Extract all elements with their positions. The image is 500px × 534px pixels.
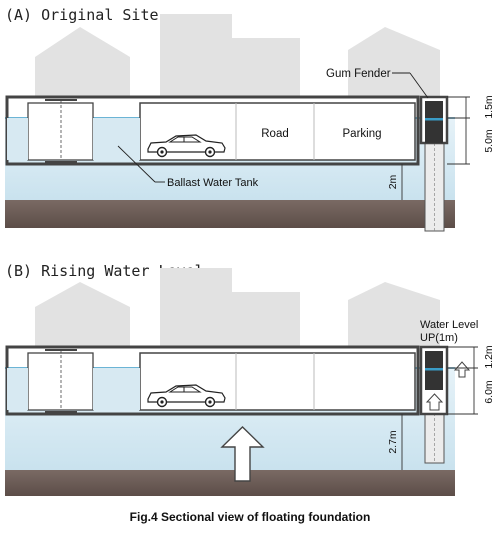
background-houses [35,268,440,347]
dim-top-label: 1.2m [483,345,495,369]
panel-a-title: (A) Original Site [5,6,159,24]
dim-depth-label: 6.0m [483,380,495,404]
dim-clearance-label: 2m [387,174,399,189]
road-label: Road [261,128,289,140]
background-houses [35,14,440,97]
rise-arrow-icon [220,426,265,482]
pile-and-fender [419,95,449,232]
panel-a-dimensions [447,96,470,165]
dim-depth-label: 5.0m [483,129,495,153]
water-level-up-label: UP(1m) [420,332,458,344]
ballast-leader-line [117,145,156,183]
dim-clearance-label: 2.7m [387,430,399,454]
pile-and-fender [419,345,449,464]
water-up-arrow-icon [453,361,471,378]
panel-b-dimensions [447,346,478,415]
gum-fender-leader-line [409,72,429,99]
figure-caption: Fig.4 Sectional view of floating foundat… [129,510,371,524]
panel-b-title: (B) Rising Water Level [5,262,204,280]
panel-b: (B) Rising Water Level [5,262,495,496]
gum-fender-label: Gum Fender [326,68,391,80]
parking-label: Parking [343,128,382,140]
ground [5,470,455,496]
ballast-water-tank-label: Ballast Water Tank [167,177,259,189]
water-level-label: Water Level [420,319,478,331]
dim-top-label: 1.5m [483,95,495,119]
panel-a: (A) Original Site Road Parki [5,6,495,232]
ground [5,200,455,228]
